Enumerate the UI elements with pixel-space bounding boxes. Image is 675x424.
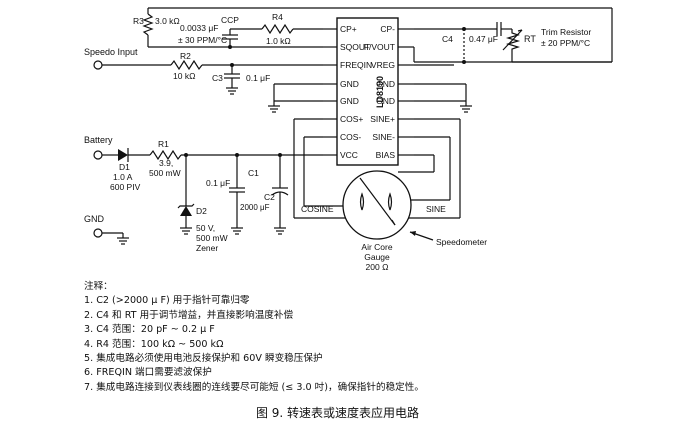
speedo-input-terminal <box>93 60 103 70</box>
ic-right-pins: CP- F/VOUT VREG GND GND SINE+ SINE- BIAS <box>364 24 414 160</box>
gnd-terminal-group: GND <box>84 214 129 245</box>
d1-rating: 1.0 A <box>113 172 133 182</box>
speedo-input-label: Speedo Input <box>84 47 138 57</box>
figure-caption: 图 9. 转速表或速度表应用电路 <box>255 406 420 420</box>
gnd-terminal <box>93 228 103 238</box>
c3-ref: C3 <box>212 73 223 83</box>
gnd-label: GND <box>84 214 105 224</box>
gauge-label-2: Gauge <box>364 252 390 262</box>
sine-label: SINE <box>426 204 446 214</box>
power-network: Battery D1 1.0 A 600 PIV R1 3.9, 500 mW … <box>84 135 323 253</box>
ic-ground-wiring <box>268 64 472 113</box>
d1-ref: D1 <box>119 162 130 172</box>
battery-label: Battery <box>84 135 113 145</box>
pin-gnd-l1: GND <box>340 79 359 89</box>
cos-coil <box>359 192 365 211</box>
c2-value: 2000 μF <box>240 203 270 212</box>
note-1: 1. C2 (>2000 μ F) 用于指针可靠归零 <box>84 295 250 307</box>
r3-value: 3.0 kΩ <box>155 16 180 26</box>
trim-network: C4 0.47 μF RT Trim Resistor ± 20 PPM/°C <box>414 22 612 64</box>
note-4: 4. R4 范围：100 kΩ ~ 500 kΩ <box>84 338 224 350</box>
c4-ref: C4 <box>442 34 453 44</box>
r1-ref: R1 <box>158 139 169 149</box>
gauge-needle <box>359 177 396 226</box>
r1-resistor <box>149 149 182 161</box>
r2-resistor <box>170 59 203 71</box>
rt-tol: ± 20 PPM/°C <box>541 38 590 48</box>
r1-power: 500 mW <box>149 168 181 178</box>
pin-sq-out: SQOUT <box>340 42 370 52</box>
sine-coil <box>387 192 393 211</box>
note-6: 6. FREQIN 端口需要滤波保护 <box>84 367 212 379</box>
r3-ref: R3 <box>133 16 144 26</box>
notes-section: 注释： 1. C2 (>2000 μ F) 用于指针可靠归零 2. C4 和 R… <box>84 280 424 395</box>
d2-zener <box>180 206 192 216</box>
r4-value: 1.0 kΩ <box>266 36 291 46</box>
pin-vcc: VCC <box>340 150 358 160</box>
rt-ref: RT <box>524 34 536 44</box>
tachometer-schematic: LD8190 CP+ SQOUT FREQIN GND GND COS+ COS… <box>84 7 613 272</box>
r4-ref: R4 <box>272 12 283 22</box>
gauge-label-1: Air Core <box>361 242 392 252</box>
d2-type: Zener <box>196 243 218 253</box>
ccp-ref: CCP <box>221 15 239 25</box>
c1-ref: C1 <box>248 168 259 178</box>
ic-left-pins: CP+ SQOUT FREQIN GND GND COS+ COS- VCC <box>323 24 372 160</box>
r2-value: 10 kΩ <box>173 71 195 81</box>
ic-package <box>336 17 399 166</box>
pin-bias: BIAS <box>376 150 396 160</box>
pin-vreg: VREG <box>371 60 395 70</box>
r2-ref: R2 <box>180 51 191 61</box>
r1-value: 3.9, <box>159 158 173 168</box>
d2-volt: 50 V, <box>196 223 215 233</box>
note-3: 3. C4 范围：20 pF ~ 0.2 μ F <box>84 324 215 336</box>
ccp-tol: ± 30 PPM/°C <box>178 35 227 45</box>
pin-sine-plus: SINE+ <box>370 114 395 124</box>
speedometer-label: Speedometer <box>436 237 487 247</box>
c2-ref: C2 <box>264 192 275 202</box>
ic-name: LD8190 <box>375 76 385 108</box>
d2-power: 500 mW <box>196 233 228 243</box>
d2-ref: D2 <box>196 206 207 216</box>
trim-resistor <box>505 29 521 62</box>
pin-freq-in: FREQIN <box>340 60 372 70</box>
air-core-gauge: COSINE SINE Speedometer Air Core Gauge 2… <box>293 118 487 272</box>
c3-value: 0.1 μF <box>246 73 270 83</box>
cosine-label: COSINE <box>301 204 334 214</box>
note-2: 2. C4 和 RT 用于调节增益，并直接影响温度补偿 <box>84 309 294 321</box>
note-7: 7. 集成电路连接到仪表线圈的连线要尽可能短 (≤ 3.0 吋)，确保指针的稳定… <box>84 381 424 393</box>
r4-resistor <box>261 23 294 35</box>
gauge-label-3: 200 Ω <box>366 262 389 272</box>
pin-sine-minus: SINE- <box>372 132 395 142</box>
d1-piv: 600 PIV <box>110 182 141 192</box>
pin-fv-out: F/VOUT <box>364 42 395 52</box>
pin-cos-minus: COS- <box>340 132 361 142</box>
pin-gnd-r1: GND <box>376 79 395 89</box>
notes-title: 注释： <box>84 281 113 292</box>
c1-value: 0.1 μF <box>206 178 230 188</box>
pin-cos-plus: COS+ <box>340 114 363 124</box>
d1-diode <box>118 149 128 161</box>
pin-gnd-r2: GND <box>376 96 395 106</box>
ccp-value: 0.0033 μF <box>180 23 218 33</box>
note-5: 5. 集成电路必须使用电池反接保护和 60V 瞬变稳压保护 <box>84 353 323 365</box>
r3-resistor <box>142 13 154 36</box>
pin-cp-plus: CP+ <box>340 24 357 34</box>
battery-terminal <box>93 150 103 160</box>
c4-value: 0.47 μF <box>469 34 498 44</box>
rt-title: Trim Resistor <box>541 27 591 37</box>
pin-cp-minus: CP- <box>380 24 395 34</box>
input-network: Speedo Input R2 10 kΩ C3 0.1 μF <box>84 47 323 95</box>
pin-gnd-l2: GND <box>340 96 359 106</box>
gauge-body <box>342 170 412 240</box>
